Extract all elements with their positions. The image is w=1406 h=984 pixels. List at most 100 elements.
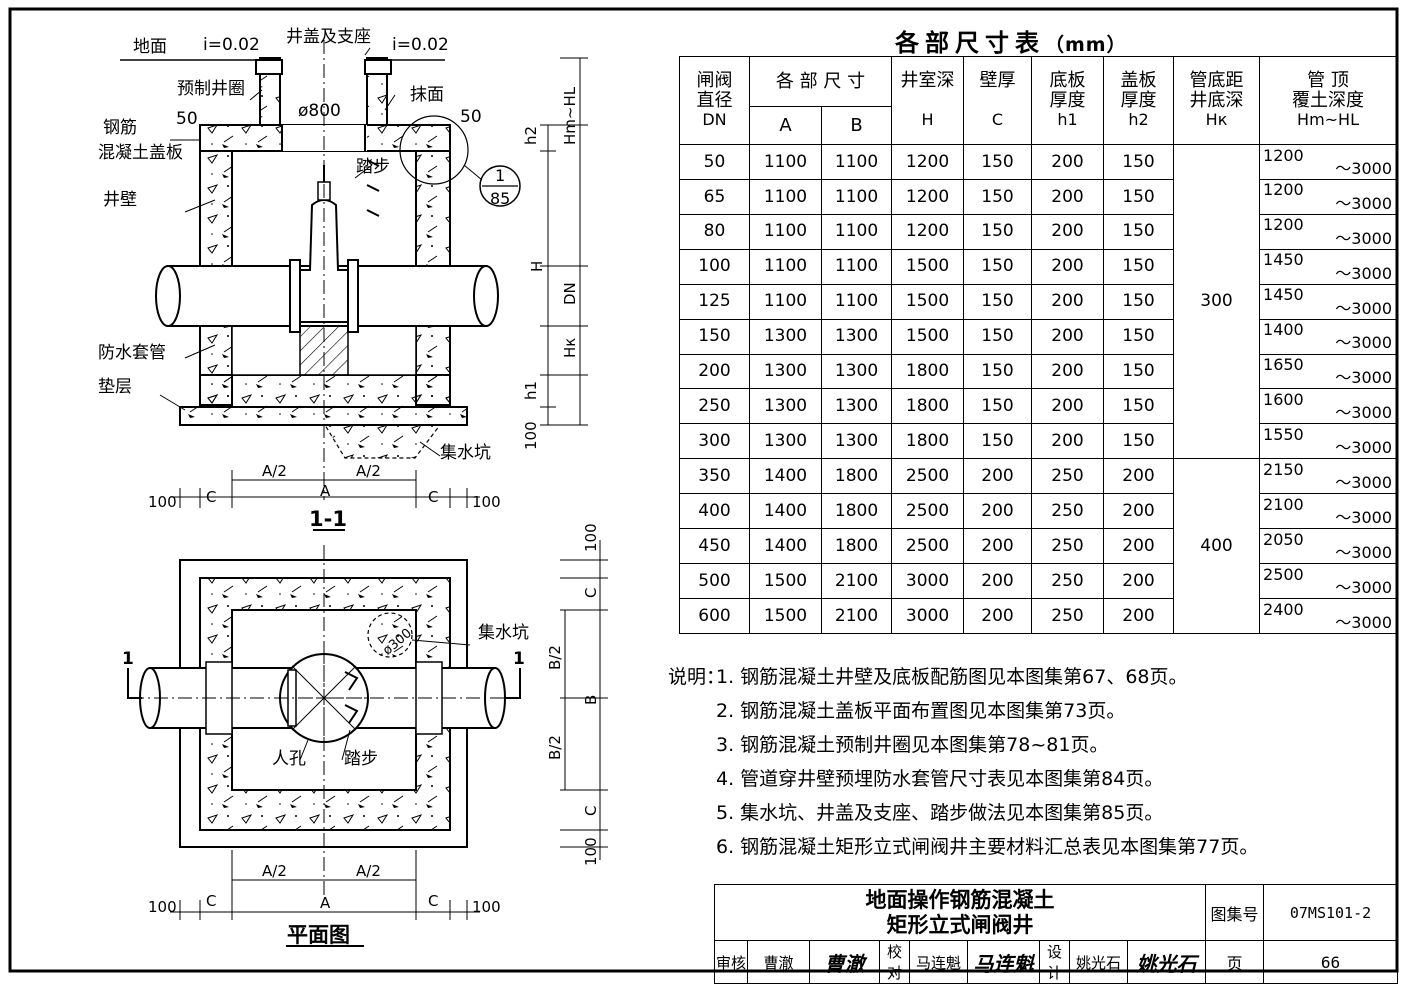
cell-h2: 200 <box>1103 563 1175 599</box>
cell-a: 1300 <box>749 353 822 390</box>
cell-a: 1300 <box>749 388 822 425</box>
detail-index-bottom: 85 <box>490 189 510 208</box>
cover-min: 1650 <box>1263 355 1304 375</box>
cell-dn: 80 <box>679 213 750 250</box>
cover-min: 2050 <box>1263 529 1304 549</box>
cell-cover: 1200～3000 <box>1259 213 1398 250</box>
plan-dim-a2-left: A/2 <box>262 862 287 880</box>
cell-c: 150 <box>963 178 1033 215</box>
plan-dim-c-left: C <box>206 892 216 910</box>
cell-h: 2500 <box>891 458 965 495</box>
cell-c: 150 <box>963 144 1033 180</box>
plan-dim-b2-bottom: B/2 <box>546 735 564 760</box>
cover-max: ～3000 <box>1335 612 1393 632</box>
cell-dn: 500 <box>679 563 750 599</box>
cell-h2: 150 <box>1103 353 1175 390</box>
atlas-label: 图集号 <box>1205 884 1265 941</box>
reviewer-name: 曹澈 <box>747 940 810 984</box>
cell-cover: 2400～3000 <box>1259 597 1398 635</box>
note-item: 3. 钢筋混凝土预制井圈见本图集第78~81页。 <box>716 734 1109 756</box>
cell-a: 1100 <box>749 178 822 215</box>
cell-b: 1800 <box>820 493 893 530</box>
label-dim-50-right: 50 <box>460 107 482 127</box>
cover-min: 1200 <box>1263 180 1304 200</box>
cell-dn: 125 <box>679 283 750 320</box>
dim-hk: Hк <box>561 338 579 358</box>
cover-min: 1200 <box>1263 215 1304 235</box>
plan-label-manhole: 人孔 <box>272 749 306 769</box>
cell-h1: 200 <box>1031 423 1105 460</box>
cell-h1: 200 <box>1031 318 1105 355</box>
title-block: 地面操作钢筋混凝土矩形立式闸阀井 图集号 07MS101-2 审核 曹澈 曹澈 … <box>713 884 1399 984</box>
label-sleeve: 防水套管 <box>98 343 166 363</box>
plan-dim-c-bottom: C <box>582 806 600 816</box>
cell-h2: 150 <box>1103 388 1175 425</box>
cell-cover: 1400～3000 <box>1259 318 1398 355</box>
cell-b: 1300 <box>820 353 893 390</box>
cell-b: 1100 <box>820 144 893 180</box>
cover-min: 2100 <box>1263 494 1304 514</box>
cell-h1: 200 <box>1031 388 1105 425</box>
cell-cover: 1450～3000 <box>1259 283 1398 320</box>
cell-h1: 200 <box>1031 144 1105 180</box>
cell-h2: 150 <box>1103 318 1175 355</box>
cell-dn: 300 <box>679 423 750 460</box>
cell-b: 1100 <box>820 178 893 215</box>
note-item: 4. 管道穿井壁预埋防水套管尺寸表见本图集第84页。 <box>716 768 1164 790</box>
cell-c: 150 <box>963 318 1033 355</box>
cell-h: 3000 <box>891 597 965 635</box>
sheet-border <box>8 7 1399 973</box>
cover-min: 1400 <box>1263 320 1304 340</box>
dim-h2: h2 <box>522 126 540 145</box>
dim-a: A <box>320 482 331 500</box>
plan-cut-left: 1 <box>122 649 134 669</box>
label-ground: 地面 <box>133 37 167 57</box>
cell-h1: 200 <box>1031 353 1105 390</box>
detail-index-top: 1 <box>495 166 505 185</box>
note-item: 6. 钢筋混凝土矩形立式闸阀井主要材料汇总表见本图集第77页。 <box>716 836 1259 858</box>
cell-dn: 400 <box>679 493 750 530</box>
cell-a: 1400 <box>749 493 822 530</box>
header-a: A <box>749 106 822 145</box>
label-cover-seat: 井盖及支座 <box>286 27 371 47</box>
cell-c: 200 <box>963 458 1033 495</box>
cell-cover: 2500～3000 <box>1259 563 1398 599</box>
cell-h: 1200 <box>891 213 965 250</box>
cover-max: ～3000 <box>1335 263 1393 283</box>
size-table-title: 各部尺寸表 <box>895 29 1045 57</box>
cell-h1: 250 <box>1031 563 1105 599</box>
cell-h1: 200 <box>1031 248 1105 285</box>
section-title: 1-1 <box>309 507 347 531</box>
header-dims: 各 部 尺 寸 <box>748 56 893 107</box>
cover-min: 1200 <box>1263 145 1304 165</box>
cell-a: 1300 <box>749 318 822 355</box>
cell-h2: 150 <box>1103 283 1175 320</box>
cell-a: 1300 <box>749 423 822 460</box>
cell-b: 1300 <box>820 388 893 425</box>
cover-max: ～3000 <box>1335 577 1393 597</box>
note-item: 1. 钢筋混凝土井壁及底板配筋图见本图集第67、68页。 <box>716 666 1188 688</box>
cell-cover: 1650～3000 <box>1259 353 1398 390</box>
designer-signature: 姚光石 <box>1126 940 1207 984</box>
plan-dim-100-bottom: 100 <box>582 837 600 866</box>
note-item: 2. 钢筋混凝土盖板平面布置图见本图集第73页。 <box>716 700 1126 722</box>
plan-dim-b: B <box>582 695 600 705</box>
cell-hk: 300 <box>1173 143 1261 460</box>
cell-c: 150 <box>963 423 1033 460</box>
section-view <box>120 40 588 531</box>
cell-cover: 1200～3000 <box>1259 178 1398 215</box>
cell-dn: 150 <box>679 318 750 355</box>
cell-c: 150 <box>963 353 1033 390</box>
header-b: B <box>820 106 893 145</box>
cell-a: 1100 <box>749 144 822 180</box>
cover-min: 1450 <box>1263 250 1304 270</box>
